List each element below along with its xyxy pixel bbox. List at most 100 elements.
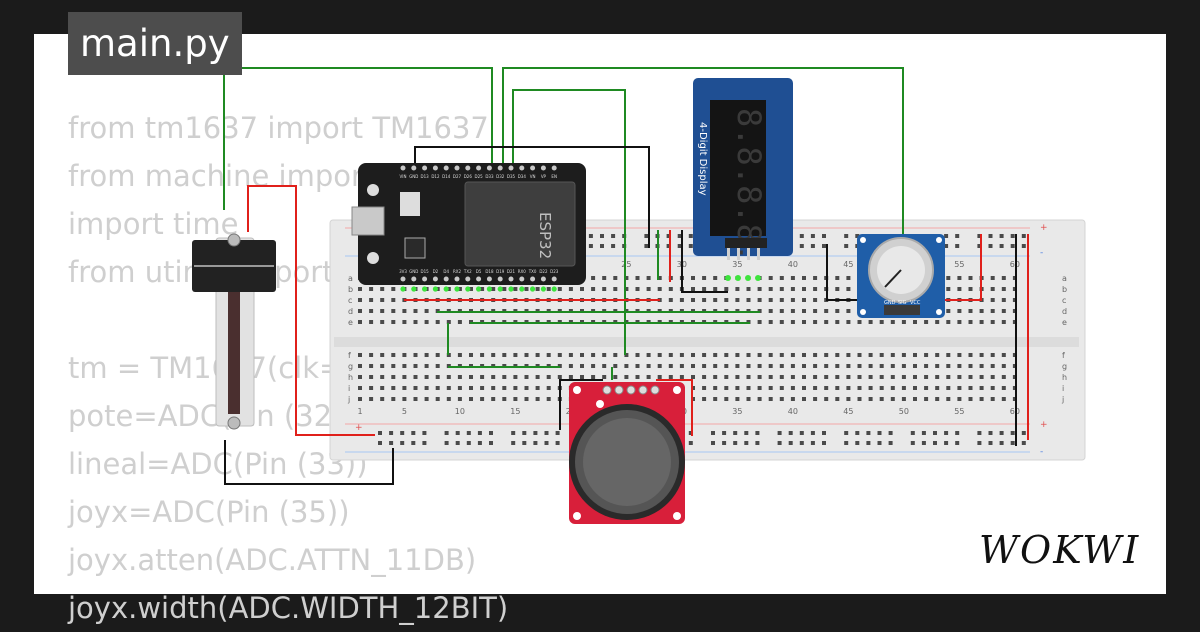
breadboard-hole <box>857 375 862 379</box>
breadboard-hole <box>657 287 662 291</box>
knob-pointer <box>884 269 902 288</box>
breadboard-hole <box>724 375 729 379</box>
breadboard-hole <box>413 309 418 313</box>
rail-hole <box>933 441 937 445</box>
breadboard-hole <box>735 386 740 390</box>
breadboard-hole <box>790 375 795 379</box>
rail-hole <box>511 441 516 445</box>
rail-hole <box>744 431 749 435</box>
breadboard-hole <box>624 276 629 280</box>
rail-plus-bottom: + <box>355 423 363 433</box>
esp32-pin-label: RX0 <box>518 269 527 274</box>
rail-hole <box>611 244 616 248</box>
wire-black <box>681 230 728 293</box>
esp32-pin-label: VIN <box>400 174 407 179</box>
esp32-pin-marker <box>432 286 438 292</box>
breadboard-hole <box>868 320 873 324</box>
row-letter: j <box>347 395 350 404</box>
rail-hole <box>489 431 493 435</box>
breadboard-hole <box>457 353 462 357</box>
breadboard-hole <box>802 375 806 379</box>
breadboard-hole <box>391 397 396 401</box>
breadboard-hole <box>757 353 762 357</box>
breadboard-hole <box>491 397 496 401</box>
breadboard-hole <box>846 287 851 291</box>
breadboard-hole <box>391 320 396 324</box>
breadboard-hole <box>580 353 584 357</box>
esp32-label: ESP32 <box>536 212 554 259</box>
breadboard-hole <box>990 364 995 368</box>
code-line: from tm1637 import TM1637 <box>68 111 489 145</box>
breadboard-hole <box>546 353 551 357</box>
breadboard-hole <box>713 298 718 302</box>
breadboard-hole <box>835 309 840 313</box>
breadboard-hole <box>613 276 618 280</box>
breadboard-hole <box>469 375 473 379</box>
rail-hole <box>855 234 860 238</box>
breadboard-hole <box>768 353 773 357</box>
breadboard-hole <box>824 353 829 357</box>
breadboard-hole <box>968 375 973 379</box>
breadboard-hole <box>890 375 895 379</box>
breadboard-hole <box>457 287 462 291</box>
breadboard-hole <box>746 375 751 379</box>
rail-hole <box>810 431 815 435</box>
rail-hole <box>544 431 549 435</box>
breadboard-hole <box>901 397 906 401</box>
rail-hole <box>1010 244 1015 248</box>
rail-hole <box>855 431 860 435</box>
breadboard-hole <box>580 364 584 368</box>
breadboard-hole <box>391 309 396 313</box>
rail-hole <box>844 244 849 248</box>
breadboard-hole <box>713 364 718 368</box>
breadboard-hole <box>391 375 396 379</box>
breadboard-hole <box>779 364 784 368</box>
rail-hole <box>777 441 782 445</box>
rail-hole <box>411 431 416 435</box>
column-number: 25 <box>621 260 631 269</box>
breadboard-hole <box>835 364 840 368</box>
breadboard-hole <box>524 386 529 390</box>
breadboard-hole <box>957 397 962 401</box>
rail-hole <box>788 431 793 435</box>
breadboard-hole <box>957 309 962 313</box>
esp32-pin-label: GND <box>409 174 418 179</box>
rail-hole <box>688 431 693 435</box>
breadboard-hole <box>457 375 462 379</box>
breadboard-hole <box>813 287 818 291</box>
breadboard-hole <box>1001 298 1006 302</box>
breadboard-hole <box>713 386 718 390</box>
esp32-pin-bottom <box>530 276 536 282</box>
esp32-pin-label: D26 <box>464 174 473 179</box>
column-number: 10 <box>455 407 465 416</box>
file-tab[interactable]: main.py <box>68 12 242 75</box>
rail-hole <box>489 441 493 445</box>
rail-hole <box>666 234 671 238</box>
breadboard-hole <box>369 287 374 291</box>
column-number: 60 <box>1010 260 1020 269</box>
breadboard-hole <box>691 364 695 368</box>
breadboard-hole <box>1012 375 1017 379</box>
breadboard-hole <box>846 309 851 313</box>
rail-hole <box>822 431 826 435</box>
breadboard-hole <box>813 353 818 357</box>
esp32-pin-bottom <box>443 276 449 282</box>
row-letter: b <box>1062 285 1067 294</box>
breadboard-hole <box>524 287 529 291</box>
wokwi-logo-text: WOKWI <box>979 528 1140 572</box>
esp32-pin-marker <box>400 286 406 292</box>
breadboard-hole <box>535 287 540 291</box>
breadboard-hole <box>979 375 984 379</box>
breadboard-hole <box>935 320 940 324</box>
esp32-pin-label: TX2 <box>463 269 472 274</box>
breadboard-hole <box>935 397 940 401</box>
breadboard-hole <box>835 320 840 324</box>
breadboard-hole <box>480 386 485 390</box>
rail-hole <box>611 234 616 238</box>
breadboard-hole <box>513 386 518 390</box>
breadboard-hole <box>768 320 773 324</box>
rail-hole <box>799 244 804 248</box>
rail-hole <box>466 431 471 435</box>
breadboard-hole <box>879 386 884 390</box>
